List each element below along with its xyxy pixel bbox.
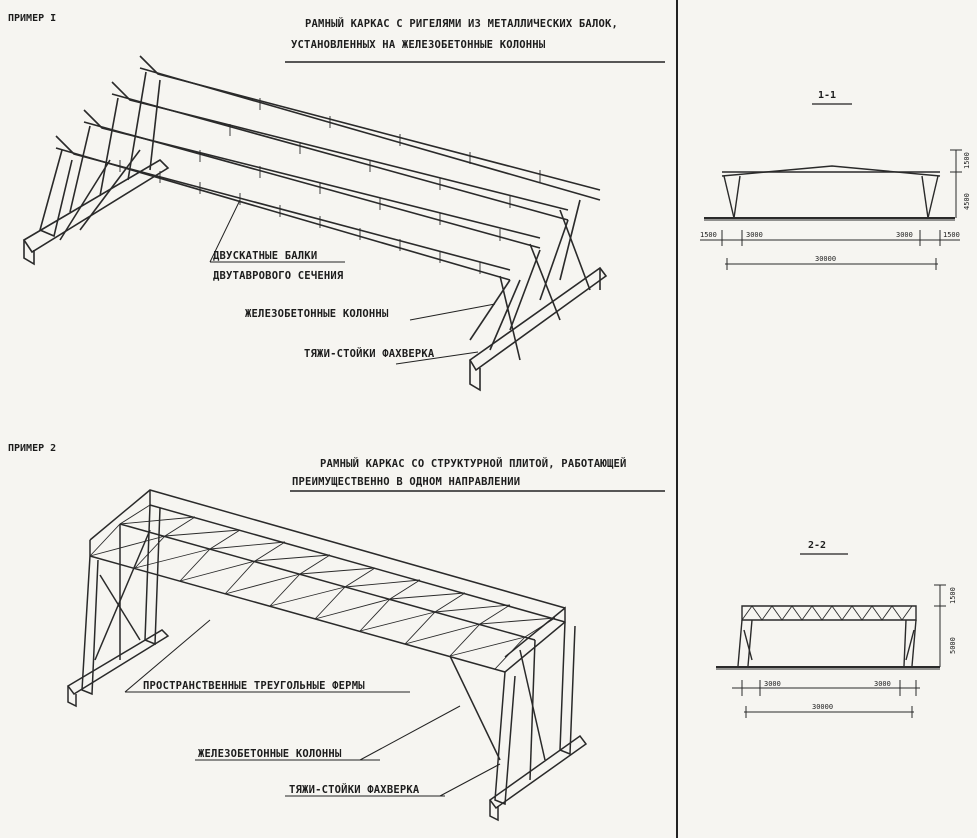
section2-dim-right: 3000 <box>874 680 891 688</box>
section1-dim-left-out: 1500 <box>700 231 717 239</box>
section1-dim-top: 1500 <box>963 152 971 169</box>
example2-label: ПРИМЕР 2 <box>8 443 56 454</box>
callout-ties2-leader <box>439 763 501 797</box>
section1-dim-height: 4500 <box>963 193 971 210</box>
callout-ties1-leader <box>395 351 479 365</box>
section2-frame <box>716 584 946 718</box>
callout-trusses-text: ПРОСТРАНСТВЕННЫЕ ТРЕУГОЛЬНЫЕ ФЕРМЫ <box>143 680 365 692</box>
example1-title-line1: РАМНЫЙ КАРКАС С РИГЕЛЯМИ ИЗ МЕТАЛЛИЧЕСКИ… <box>305 17 618 30</box>
example2-frame-drawing <box>66 489 588 822</box>
example1-frame-drawing <box>22 55 608 392</box>
callout-columns2-leader <box>359 705 461 761</box>
example2-title-line2: ПРЕИМУЩЕСТВЕННО В ОДНОМ НАПРАВЛЕНИИ <box>292 476 520 488</box>
callout-ties1-text: ТЯЖИ-СТОЙКИ ФАХВЕРКА <box>304 347 435 360</box>
example1-label: ПРИМЕР I <box>8 13 56 24</box>
section2-dim-left: 3000 <box>764 680 781 688</box>
callout-columns1-leader <box>409 303 496 321</box>
section1-dim-right-out: 1500 <box>943 231 960 239</box>
section2-dim-span: 30000 <box>812 703 833 711</box>
section2-dim-height: 5000 <box>949 637 957 654</box>
section1-dim-left-in: 3000 <box>746 231 763 239</box>
callout-ties2-text: ТЯЖИ-СТОЙКИ ФАХВЕРКА <box>289 783 420 796</box>
callout-columns1-text: ЖЕЛЕЗОБЕТОННЫЕ КОЛОННЫ <box>245 308 389 320</box>
callout-beams-line2: ДВУТАВРОВОГО СЕЧЕНИЯ <box>213 270 343 282</box>
callout-beams-leader <box>209 199 241 263</box>
callout-columns2-text: ЖЕЛЕЗОБЕТОННЫЕ КОЛОННЫ <box>198 748 342 760</box>
section1-title: 1-1 <box>818 90 836 101</box>
section1-dim-span: 30000 <box>815 255 836 263</box>
section2-dim-top: 1500 <box>949 587 957 604</box>
section2-title: 2-2 <box>808 540 826 551</box>
example2-title-line1: РАМНЫЙ КАРКАС СО СТРУКТУРНОЙ ПЛИТОЙ, РАБ… <box>320 457 627 470</box>
callout-beams-line1: ДВУСКАТНЫЕ БАЛКИ <box>213 250 317 262</box>
example1-title-line2: УСТАНОВЛЕННЫХ НА ЖЕЛЕЗОБЕТОННЫЕ КОЛОННЫ <box>291 39 546 51</box>
callout-trusses-leader <box>124 619 211 693</box>
section1-frame <box>700 149 962 270</box>
section1-dim-right-in: 3000 <box>896 231 913 239</box>
